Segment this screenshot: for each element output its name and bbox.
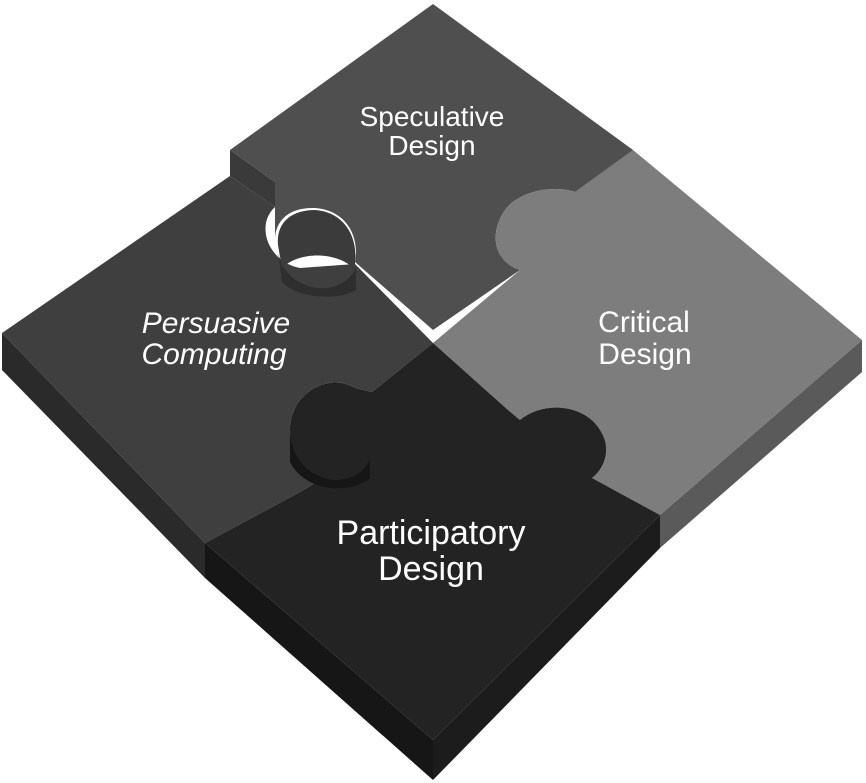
persuasive-label-line1: Persuasive: [142, 307, 290, 340]
persuasive-top: [2, 176, 433, 543]
critical-label-line2: Design: [598, 338, 691, 371]
participatory-side-left: [205, 543, 433, 780]
speculative-label-line1: Speculative: [360, 101, 505, 132]
participatory-knob-shadow: [290, 432, 370, 489]
participatory-label-line1: Participatory: [337, 514, 526, 552]
piece-participatory-design: [205, 343, 660, 780]
critical-label-line1: Critical: [598, 306, 690, 339]
critical-side-right: [660, 340, 862, 548]
persuasive-side-front: [2, 333, 205, 578]
persuasive-knob-shadow: [278, 250, 356, 297]
participatory-top: [205, 343, 660, 740]
piece-persuasive-computing: [2, 176, 433, 578]
participatory-label-line2: Design: [378, 550, 484, 588]
speculative-side-left: [230, 150, 275, 207]
critical-top: [433, 150, 862, 515]
speculative-knob-shadow: [277, 210, 356, 270]
speculative-label-line2: Design: [388, 130, 475, 161]
speculative-top: [230, 4, 633, 330]
persuasive-label-line2: Computing: [141, 338, 286, 371]
participatory-side-right: [433, 515, 660, 780]
